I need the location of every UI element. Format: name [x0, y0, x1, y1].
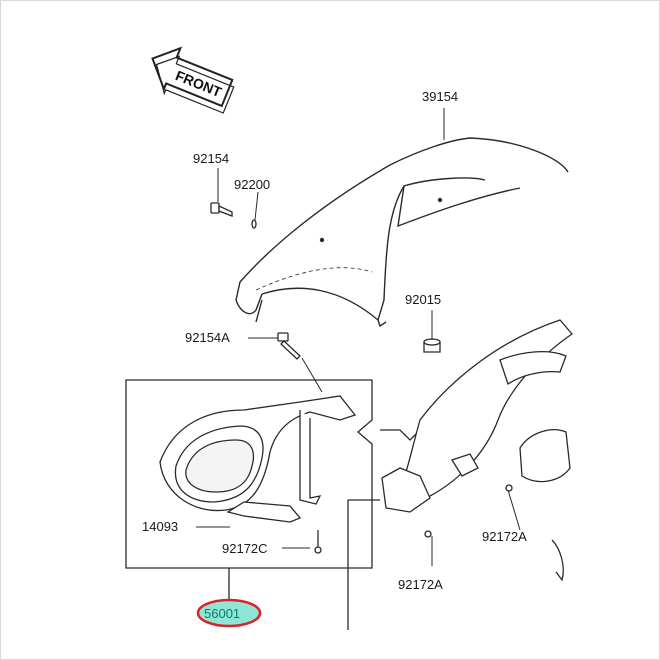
- label-14093: 14093: [142, 519, 179, 534]
- label-92172C: 92172C: [222, 541, 268, 556]
- label-56001: 56001: [204, 606, 241, 621]
- label-92172A-lower: 92172A: [398, 577, 443, 592]
- label-39154: 39154: [422, 89, 459, 104]
- leader-lines: [196, 108, 521, 566]
- label-92172A-upper: 92172A: [482, 529, 527, 544]
- label-92154A: 92154A: [185, 330, 230, 345]
- mirror-assembly: [159, 395, 357, 554]
- bolt-92154A: [277, 332, 301, 360]
- highlight-ring: [196, 598, 262, 628]
- label-92154: 92154: [193, 151, 230, 166]
- grommet-92015: [423, 338, 441, 353]
- fairing-stay: [347, 319, 573, 630]
- label-92015: 92015: [405, 292, 442, 307]
- front-arrow-icon: FRONT: [151, 46, 235, 114]
- bolt-92154: [210, 202, 233, 217]
- label-92200: 92200: [234, 177, 271, 192]
- assembly-box: [125, 379, 421, 600]
- washer-92200: [251, 219, 257, 229]
- upper-cowl-part: [235, 137, 569, 328]
